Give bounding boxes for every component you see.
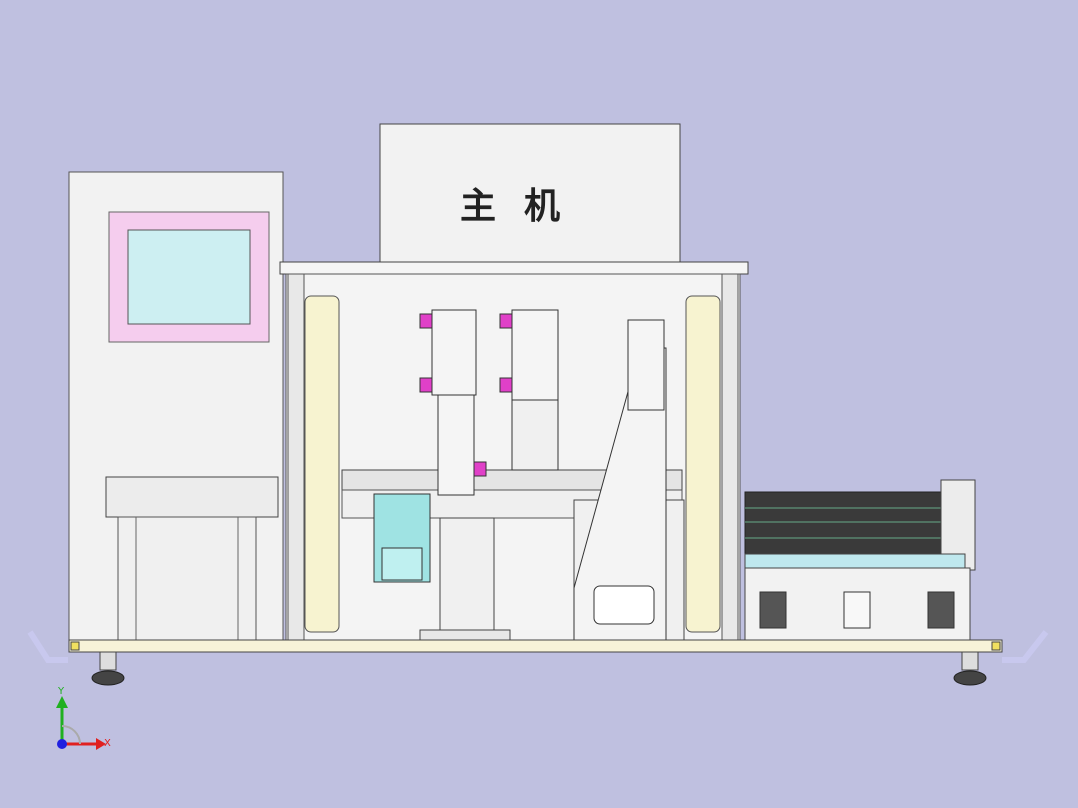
right-foot [953, 670, 987, 686]
right-handle [1002, 630, 1049, 663]
host-label: 主机 [460, 185, 588, 227]
left-table-legs [117, 516, 257, 642]
feeder-slot-2 [843, 591, 871, 629]
tray-stack [744, 491, 942, 555]
axis-origin [57, 739, 67, 749]
top-beam [279, 261, 749, 275]
axis-rotation-arc [61, 725, 81, 745]
feeder-teal-strip [744, 553, 966, 569]
dispense-column-1 [437, 394, 475, 496]
right-foot-stem [961, 651, 979, 671]
left-foot [91, 670, 125, 686]
dispense-body-2 [511, 399, 559, 471]
dispense-head-1 [431, 309, 477, 396]
right-light-curtain [685, 295, 721, 633]
right-post [721, 273, 739, 641]
feeder-slot-3 [927, 591, 955, 629]
base-plate [68, 639, 1003, 653]
valve-2b [499, 377, 513, 393]
base-corner-right [991, 641, 1001, 651]
valve-2a [499, 313, 513, 329]
left-post [287, 273, 305, 641]
feeder-slot-1 [759, 591, 787, 629]
left-table-top [105, 476, 279, 518]
vertical-carriage [439, 517, 495, 631]
host-cabinet [379, 123, 681, 263]
dispense-head-2 [511, 309, 559, 401]
axis-y-label: Y [57, 686, 65, 697]
left-foot-stem [99, 651, 117, 671]
base-corner-left [70, 641, 80, 651]
motor-lower [381, 547, 423, 581]
valve-1c [473, 461, 487, 477]
valve-1a [419, 313, 433, 329]
left-handle [27, 630, 68, 663]
valve-1b [419, 377, 433, 393]
display-screen [127, 229, 251, 325]
plate-cutout [593, 585, 655, 625]
axis-x-label: X [104, 738, 111, 749]
axis-x-arrow [96, 738, 106, 750]
axis-y-arrow [56, 696, 68, 708]
left-light-curtain [304, 295, 340, 633]
slide-motor [627, 319, 665, 411]
